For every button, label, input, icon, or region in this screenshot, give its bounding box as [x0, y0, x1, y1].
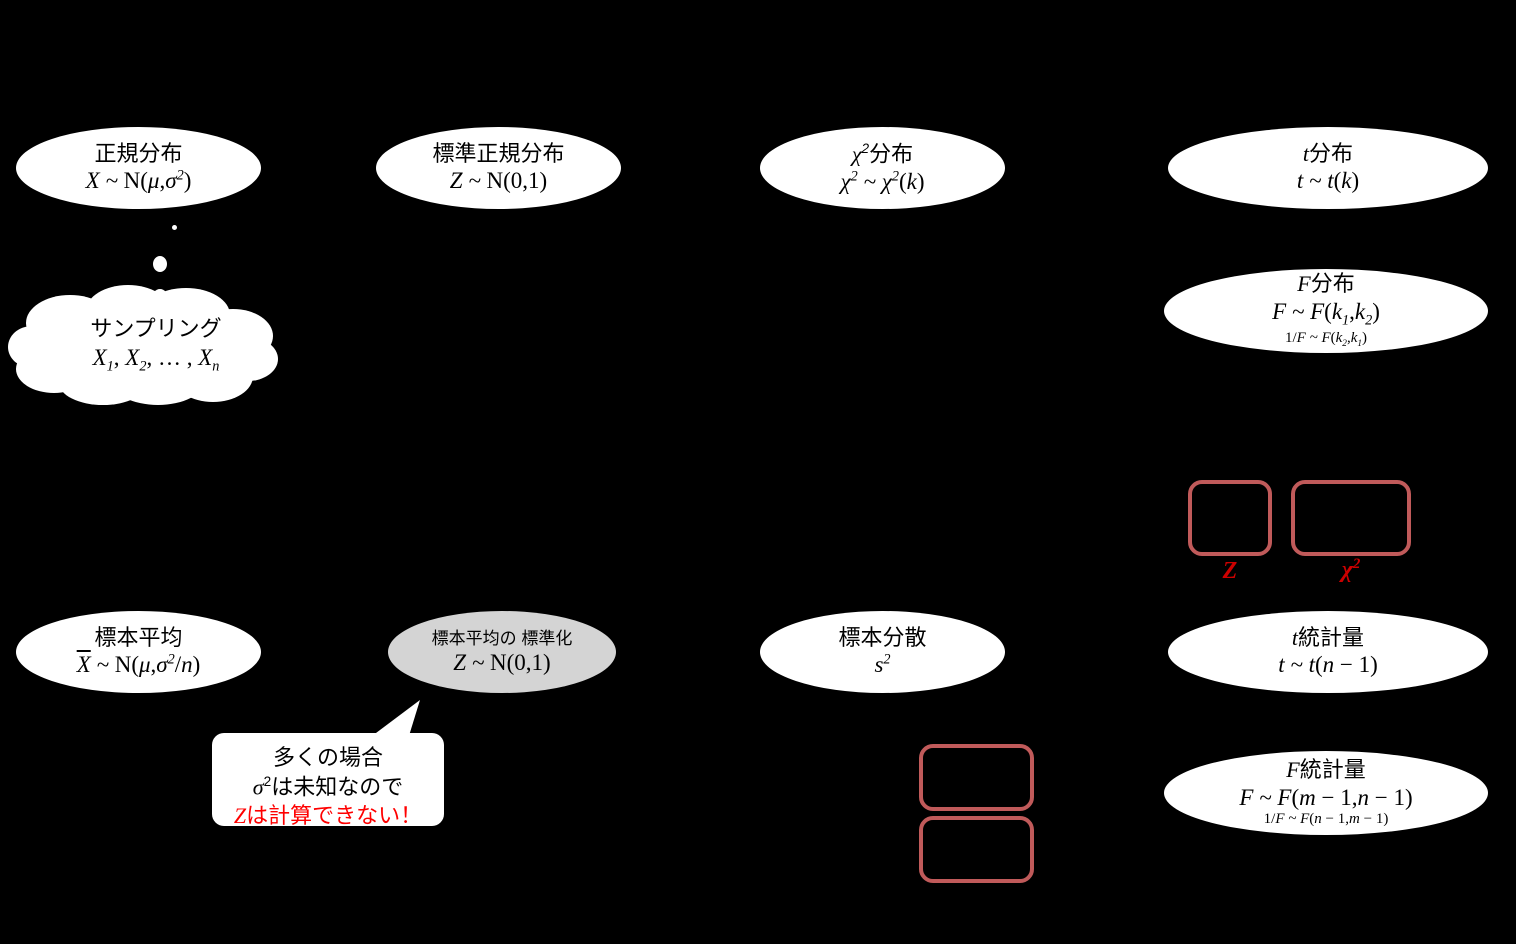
placeholder-label-chi-square: χ2	[1341, 556, 1361, 583]
node-title: 標本平均	[94, 624, 183, 650]
node-formula: X ~ N(μ,σ2/n)	[76, 651, 201, 678]
node-subformula: 1/F ~ F(k2,k1)	[1284, 330, 1368, 350]
placeholder-box-z[interactable]	[1188, 480, 1272, 556]
node-title: 標準正規分布	[432, 140, 565, 166]
node-title: F統計量	[1286, 756, 1366, 782]
node-standardized-sample-mean[interactable]: 標本平均の 標準化 Z ~ N(0,1)	[388, 611, 616, 693]
node-title: χ2分布	[851, 141, 914, 167]
node-formula: s2	[874, 651, 891, 678]
node-formula: χ2 ~ χ2(k)	[840, 168, 925, 195]
node-f-distribution[interactable]: F分布 F ~ F(k1,k2) 1/F ~ F(k2,k1)	[1164, 269, 1488, 353]
node-formula: Z ~ N(0,1)	[453, 649, 551, 675]
node-formula: t ~ t(k)	[1296, 168, 1360, 194]
node-t-statistic[interactable]: t統計量 t ~ t(n − 1)	[1168, 611, 1488, 693]
node-formula: F ~ F(k1,k2)	[1272, 298, 1380, 329]
node-chi-square-distribution[interactable]: χ2分布 χ2 ~ χ2(k)	[760, 127, 1005, 209]
node-sampling[interactable]: サンプリング X1, X2, … , Xn	[8, 281, 280, 406]
cloud-shape	[8, 285, 278, 405]
node-formula: t ~ t(n − 1)	[1278, 652, 1378, 678]
node-title: t統計量	[1291, 624, 1365, 650]
balloon-shape	[212, 700, 444, 826]
node-formula: Z ~ N(0,1)	[449, 168, 548, 194]
node-t-distribution[interactable]: t分布 t ~ t(k)	[1168, 127, 1488, 209]
node-normal-distribution[interactable]: 正規分布 X ~ N(μ,σ2)	[16, 127, 261, 209]
node-standard-normal-distribution[interactable]: 標準正規分布 Z ~ N(0,1)	[376, 127, 621, 209]
node-title: 標本平均の 標準化	[431, 628, 573, 648]
node-formula: F ~ F(m − 1,n − 1)	[1239, 784, 1413, 810]
node-formula: X ~ N(μ,σ2)	[85, 167, 192, 194]
node-title: t分布	[1302, 140, 1354, 166]
callout-balloon[interactable]: 多くの場合 σ2は未知なので Zは計算できない！	[208, 700, 448, 830]
node-subformula: 1/F ~ F(n − 1,m − 1)	[1263, 811, 1389, 828]
placeholder-box-variance-bottom[interactable]	[919, 816, 1034, 883]
placeholder-label-z: Z	[1222, 558, 1238, 584]
node-f-statistic[interactable]: F統計量 F ~ F(m − 1,n − 1) 1/F ~ F(n − 1,m …	[1164, 751, 1488, 835]
thought-dot-small	[172, 225, 177, 230]
placeholder-box-chi-square[interactable]	[1291, 480, 1411, 556]
thought-dot-medium	[153, 256, 167, 272]
node-title: 正規分布	[94, 140, 183, 166]
node-title: 標本分散	[838, 624, 927, 650]
node-sample-variance[interactable]: 標本分散 s2	[760, 611, 1005, 693]
node-title: F分布	[1297, 271, 1355, 297]
node-sample-mean[interactable]: 標本平均 X ~ N(μ,σ2/n)	[16, 611, 261, 693]
placeholder-box-variance-top[interactable]	[919, 744, 1034, 811]
